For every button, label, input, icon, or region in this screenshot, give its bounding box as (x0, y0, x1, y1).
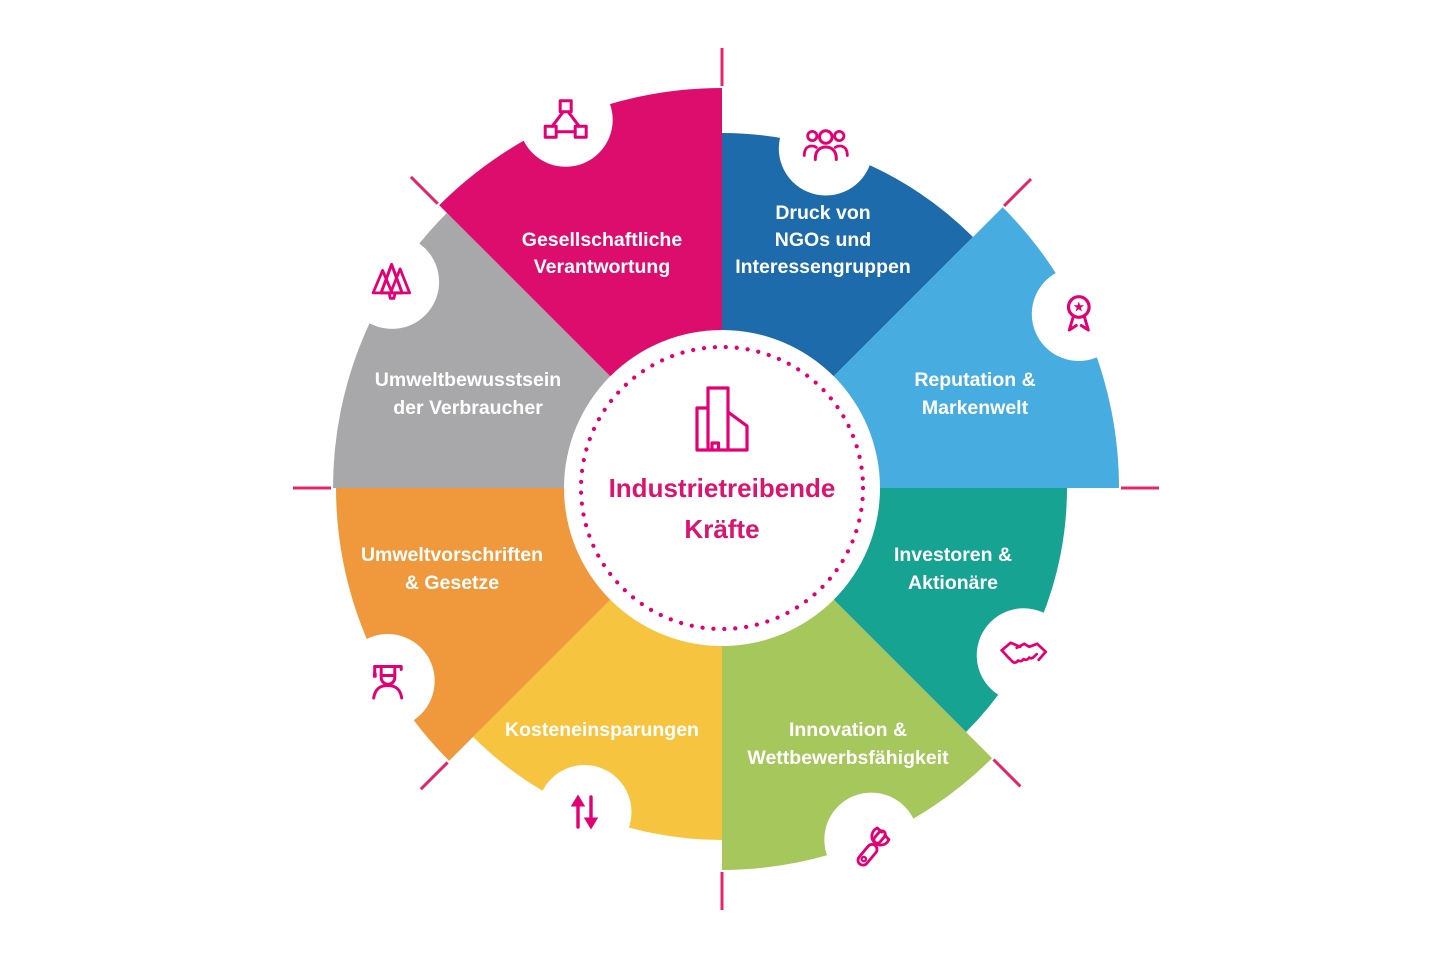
icon-circle-social-responsibility (518, 72, 613, 167)
icon-circle-investors-shareholders (976, 608, 1071, 703)
segment-label-environmental-regulations-line-1: Umweltvorschriften (361, 544, 543, 566)
divider-line-45deg (1003, 177, 1033, 207)
arrows-up-down-icon (570, 794, 599, 830)
segment-label-cost-savings-line-1: Kosteneinsparungen (505, 719, 699, 741)
factory-icon (695, 386, 749, 452)
robot-arm-icon (856, 826, 891, 867)
segment-label-innovation-competitiveness-line-1: Innovation & (789, 719, 907, 741)
segment-label-ngo-pressure-line-1: Druck von (775, 202, 870, 224)
segment-label-social-responsibility-line-1: Gesellschaftliche (522, 229, 683, 251)
icon-circle-consumer-environmental-awareness (345, 234, 440, 329)
center-title-line-1: Industrietreibende (609, 473, 836, 503)
segment-label-consumer-environmental-awareness-line-2: der Verbraucher (393, 397, 543, 419)
segment-icons (340, 72, 1126, 887)
segment-label-innovation-competitiveness-line-2: Wettbewerbsfähigkeit (747, 747, 949, 769)
org-chart-icon (543, 99, 588, 139)
segment-label-social-responsibility-line-2: Verantwortung (534, 256, 671, 278)
group-icon (802, 129, 849, 161)
divider-line-315deg (409, 175, 439, 205)
judge-icon (372, 665, 404, 700)
center-title-line-2: Kräfte (684, 514, 759, 544)
award-icon (1066, 295, 1091, 332)
trees-icon (371, 262, 412, 300)
divider-line-225deg (419, 761, 449, 791)
center-hub: Industrietreibende Kräfte (564, 330, 880, 646)
segment-label-reputation-brand-line-1: Reputation & (914, 369, 1035, 391)
handshake-icon (1000, 641, 1048, 664)
segment-label-ngo-pressure-line-2: NGOs und (775, 229, 871, 251)
icon-circle-reputation-brand (1031, 267, 1126, 361)
segment-label-reputation-brand-line-2: Markenwelt (922, 397, 1029, 419)
icon-circle-cost-savings (537, 765, 632, 859)
dotted-ring (578, 344, 866, 632)
segment-label-ngo-pressure-line-3: Interessengruppen (735, 256, 911, 278)
segment-label-consumer-environmental-awareness-line-1: Umweltbewusstsein (375, 369, 561, 391)
segment-label-investors-shareholders-line-1: Investoren & (894, 544, 1012, 566)
center-circle (564, 330, 880, 646)
icon-circle-environmental-regulations (340, 634, 435, 728)
segment-divider-lines (293, 48, 1159, 910)
segment-label-investors-shareholders-line-2: Aktionäre (908, 572, 998, 594)
segment-label-environmental-regulations-line-2: & Gesetze (405, 572, 499, 594)
divider-line-135deg (992, 758, 1022, 788)
